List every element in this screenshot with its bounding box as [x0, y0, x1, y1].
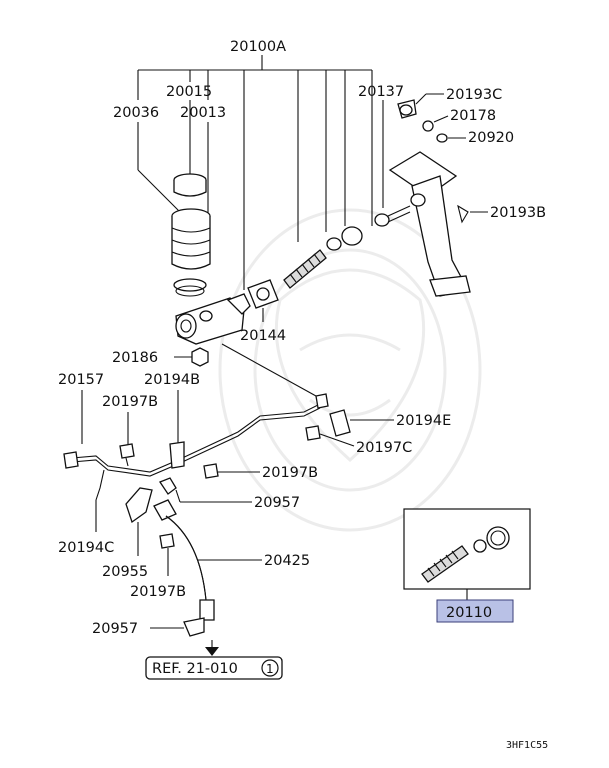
label-20425: 20425	[264, 553, 310, 569]
bolt-20197B-b	[203, 463, 219, 479]
label-20197B-b: 20197B	[262, 465, 318, 481]
label-20178: 20178	[450, 108, 496, 124]
label-20197B-c: 20197B	[130, 584, 186, 600]
gasket-20144	[247, 279, 279, 309]
clutch-pipe	[71, 403, 321, 501]
reservoir-clamp	[173, 278, 207, 292]
highlight-20110[interactable]	[436, 599, 514, 623]
reference-circle-icon	[261, 659, 279, 677]
label-20957-b: 20957	[92, 621, 138, 637]
clutch-hose	[153, 499, 215, 621]
master-cylinder	[175, 293, 251, 345]
label-20194E: 20194E	[396, 413, 451, 429]
label-20193B: 20193B	[490, 205, 546, 221]
repair-kit-box	[403, 508, 531, 590]
bolt-20197C	[305, 425, 321, 441]
bracket-20194B	[169, 441, 185, 469]
nut-20186	[191, 347, 209, 367]
bolt-20197B-c	[159, 533, 175, 549]
label-20015: 20015	[166, 84, 212, 100]
push-rod-boot	[326, 226, 363, 251]
clip-20957-a	[159, 477, 177, 495]
label-20957-a: 20957	[254, 495, 300, 511]
label-20193C: 20193C	[446, 87, 502, 103]
reservoir-cap	[173, 173, 207, 197]
bracket-20100A	[137, 55, 373, 290]
label-20920: 20920	[468, 130, 514, 146]
label-20013: 20013	[180, 105, 226, 121]
label-20955: 20955	[102, 564, 148, 580]
bracket-20194E	[315, 393, 351, 437]
bolt-20197B-a	[119, 443, 135, 467]
piston-spring	[283, 249, 327, 289]
washer-20920	[436, 133, 448, 143]
label-20036: 20036	[113, 105, 159, 121]
bracket-20955	[125, 487, 153, 524]
label-20137: 20137	[358, 84, 404, 100]
pipe-end-fitting	[63, 451, 79, 469]
reference-box[interactable]: REF. 21-010 1	[145, 656, 283, 680]
label-20194B: 20194B	[144, 372, 200, 388]
label-20197B-a: 20197B	[102, 394, 158, 410]
clip-20957-b	[183, 617, 205, 637]
reference-text: REF. 21-010	[152, 661, 238, 677]
clutch-pedal	[388, 151, 471, 297]
arrow-down-icon	[205, 640, 219, 656]
label-20144: 20144	[240, 328, 286, 344]
label-20100A: 20100A	[230, 39, 286, 55]
pin-20193C	[397, 99, 417, 119]
watermark-emblem	[218, 208, 482, 532]
reference-circled-number: 1	[266, 662, 274, 676]
clip-20193B	[457, 204, 469, 224]
clip-20178	[422, 120, 434, 132]
label-20110: 20110	[446, 605, 492, 621]
diagram-code: 3HF1C55	[506, 740, 548, 751]
label-20157: 20157	[58, 372, 104, 388]
push-rod	[374, 205, 411, 227]
label-20194C: 20194C	[58, 540, 114, 556]
label-20197C: 20197C	[356, 440, 412, 456]
reservoir	[171, 208, 211, 270]
label-20186: 20186	[112, 350, 158, 366]
